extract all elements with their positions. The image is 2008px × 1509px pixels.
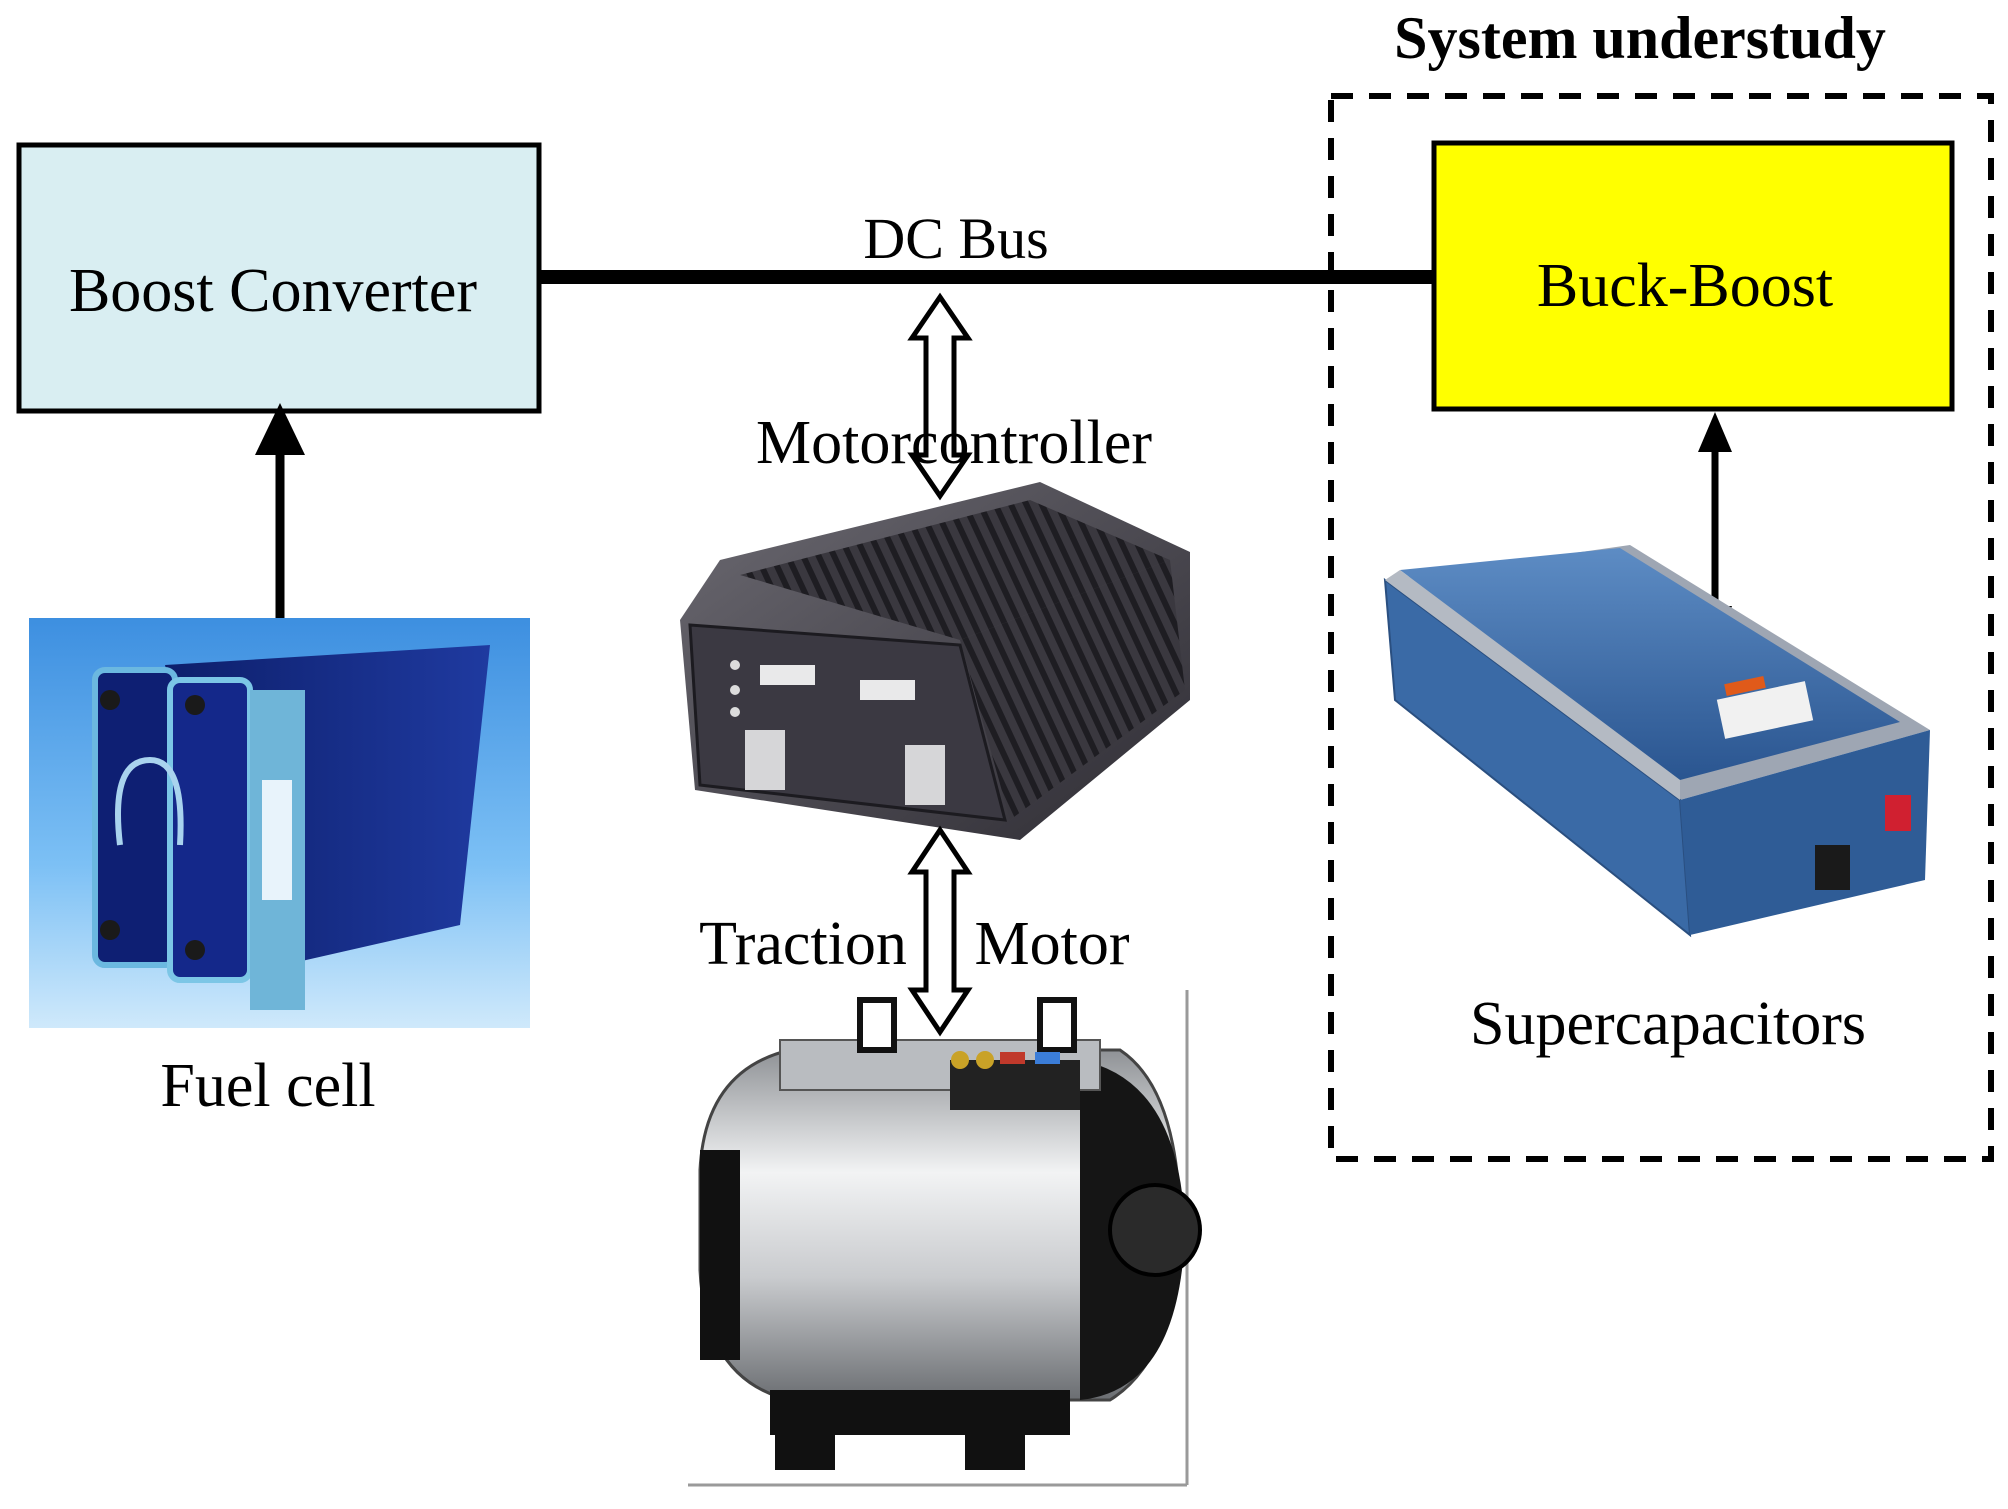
traction-label: Traction xyxy=(699,910,907,978)
fuel-cell-label: Fuel cell xyxy=(160,1052,375,1120)
motor-label: Motor xyxy=(975,910,1130,978)
controller-motor-arrow xyxy=(907,825,973,1037)
boost-converter-label: Boost Converter xyxy=(69,257,477,325)
boost-converter-block xyxy=(16,142,542,414)
dc-bus-label: DC Bus xyxy=(863,206,1048,271)
supercapacitors-label: Supercapacitors xyxy=(1470,990,1866,1058)
system-boundary-box xyxy=(1328,93,1994,1162)
motor-controller-photo xyxy=(680,482,1190,840)
fuel-cell-arrow xyxy=(255,403,305,620)
motor-controller-label: Motorcontroller xyxy=(756,409,1152,477)
supercapacitor-module-photo xyxy=(1383,545,1930,938)
system-boundary-title: System understudy xyxy=(1394,5,1886,71)
controller-dc-bus-arrow xyxy=(907,292,973,501)
fuel-cell-photo xyxy=(29,618,530,1028)
traction-motor-photo xyxy=(688,990,1202,1487)
buck-boost-block xyxy=(1431,140,1955,412)
buck-boost-label: Buck-Boost xyxy=(1537,252,1833,320)
